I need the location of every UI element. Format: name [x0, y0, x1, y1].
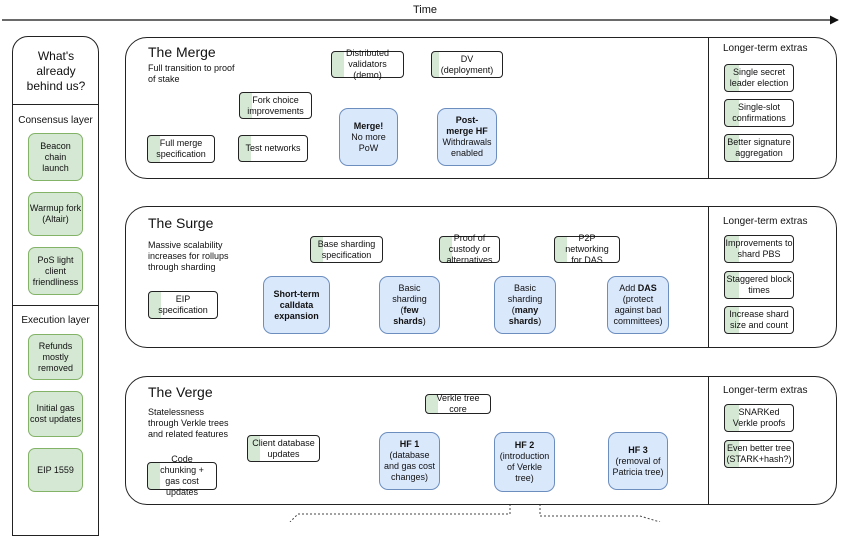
surge-description: Massive scalability increases for rollup…	[148, 240, 229, 272]
verge-extras-title: Longer-term extras	[723, 385, 808, 396]
post-merge-hf-node: Post-merge HF Withdrawals enabled	[437, 108, 497, 166]
surge-extra-3: Increase shard size and count	[724, 306, 794, 334]
hf3-sub: (removal of Patricia tree)	[612, 455, 664, 477]
hf1-node: HF 1 (database and gas cost changes)	[379, 432, 440, 490]
left-heading: What's already behind us?	[26, 49, 86, 93]
basic-few-b-wrap: (few shards)	[393, 305, 426, 326]
dv-deployment-node: DV (deployment)	[431, 51, 503, 78]
post-merge-sub: Withdrawals enabled	[442, 137, 492, 158]
merge-extra-2: Single-slot confirmations	[724, 99, 794, 127]
basic-few-a: Basic sharding	[392, 283, 427, 304]
basic-sharding-many-node: Basic sharding (many shards)	[494, 276, 556, 334]
surge-extra-2: Staggered block times	[724, 271, 794, 299]
das-b: DAS	[637, 283, 657, 293]
das-c: (protect against bad committees)	[613, 294, 663, 326]
verge-description: Statelessness through Verkle trees and r…	[148, 407, 229, 439]
hf3-title: HF 3	[628, 444, 648, 455]
post-merge-title: Post-merge HF	[446, 115, 488, 136]
basic-many-a: Basic sharding	[507, 283, 543, 304]
left-panel: What's already behind us? Consensus laye…	[12, 36, 99, 536]
merge-node-sub: No more PoW	[351, 131, 386, 153]
p2p-networking-node: P2P networking for DAS	[554, 233, 620, 265]
add-das-node: Add DAS (protect against bad committees)	[607, 276, 669, 334]
consensus-item-3: PoS light client friendliness	[28, 247, 83, 295]
merge-title: The Merge	[148, 44, 216, 60]
merge-extra-3: Better signature aggregation	[724, 134, 794, 162]
hf2-sub: (introduction of Verkle tree)	[499, 451, 550, 483]
distributed-validators-node: Distributed validators (demo)	[331, 48, 404, 80]
hf2-node: HF 2 (introduction of Verkle tree)	[494, 432, 555, 492]
basic-sharding-few-node: Basic sharding (few shards)	[379, 276, 440, 334]
eip-spec-node: EIP specification	[148, 291, 218, 319]
code-chunking-node: Code chunking + gas cost updates	[147, 454, 217, 497]
execution-item-2: Initial gas cost updates	[28, 391, 83, 437]
execution-layer-title: Execution layer	[21, 315, 90, 326]
fork-choice-node: Fork choice improvements	[239, 92, 312, 119]
verge-extra-2: Even better tree (STARK+hash?)	[724, 440, 794, 468]
basic-many-b: many shards	[508, 305, 539, 326]
verge-title: The Verge	[148, 384, 213, 400]
time-label: Time	[413, 4, 438, 16]
surge-extras-title: Longer-term extras	[723, 216, 808, 227]
hf1-title: HF 1	[399, 439, 420, 449]
merge-node: Merge! No more PoW	[339, 108, 398, 166]
hf3-node: HF 3 (removal of Patricia tree)	[608, 432, 668, 490]
das-a: Add	[619, 283, 636, 293]
merge-extras-title: Longer-term extras	[723, 43, 808, 54]
merge-node-title: Merge!	[353, 120, 384, 131]
execution-item-3: EIP 1559	[28, 448, 83, 492]
consensus-item-1: Beacon chain launch	[28, 133, 83, 181]
test-networks-node: Test networks	[238, 135, 308, 162]
hf1-sub: (database and gas cost changes)	[383, 450, 436, 482]
merge-description: Full transition to proof of stake	[148, 63, 235, 84]
add-das-wrap: Add DAS	[619, 283, 657, 294]
client-db-node: Client database updates	[247, 435, 320, 462]
verge-extra-1: SNARKed Verkle proofs	[724, 404, 794, 432]
surge-panel	[125, 206, 837, 348]
basic-few-b: few shards	[393, 305, 423, 326]
surge-title: The Surge	[148, 215, 214, 231]
basic-many-b-wrap: (many shards)	[508, 305, 542, 326]
verkle-core-node: Verkle tree core	[425, 393, 491, 414]
surge-extra-1: Improvements to shard PBS	[724, 235, 794, 263]
calldata-expansion-label: Short-term calldata expansion	[273, 288, 320, 321]
execution-item-1: Refunds mostly removed	[28, 334, 83, 380]
calldata-expansion-node: Short-term calldata expansion	[263, 276, 330, 334]
hf2-title: HF 2	[514, 440, 535, 450]
consensus-item-2: Warmup fork (Altair)	[28, 192, 83, 236]
merge-extra-1: Single secret leader election	[724, 64, 794, 92]
base-sharding-spec-node: Base sharding specification	[310, 236, 383, 263]
consensus-layer-title: Consensus layer	[18, 115, 93, 126]
full-merge-spec-node: Full merge specification	[147, 135, 215, 163]
proof-of-custody-node: Proof of custody or alternatives	[439, 233, 500, 265]
